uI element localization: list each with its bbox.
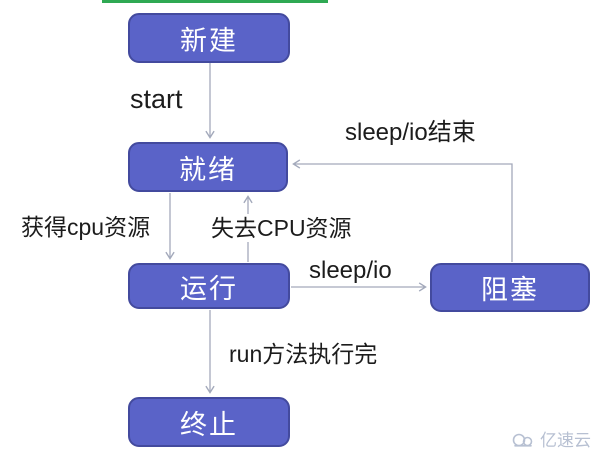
cloud-logo-icon [512,433,533,447]
edge-label-start: start [130,84,183,114]
edge-blocked-to-ready [292,159,513,262]
edge-label-sleep-io: sleep/io [309,257,392,284]
edge-label-sleep-io-end: sleep/io结束 [345,119,476,146]
edge-label-run-done: run方法执行完 [229,341,378,367]
state-label-ready: 就绪 [179,154,237,185]
title-underline [102,0,328,3]
edge-label-get-cpu: 获得cpu资源 [21,214,151,240]
watermark: 亿速云 [510,426,591,451]
state-node-terminated: 终止 [128,397,290,447]
state-label-new: 新建 [180,25,238,56]
state-label-terminated: 终止 [180,409,238,440]
state-node-blocked: 阻塞 [430,263,590,312]
state-label-running: 运行 [180,273,238,304]
edge-label-lose-cpu: 失去CPU资源 [209,214,354,243]
watermark-text: 亿速云 [540,431,591,450]
state-label-blocked: 阻塞 [481,275,539,305]
state-node-ready: 就绪 [128,142,288,192]
state-node-new: 新建 [128,13,290,63]
state-node-running: 运行 [128,263,290,309]
